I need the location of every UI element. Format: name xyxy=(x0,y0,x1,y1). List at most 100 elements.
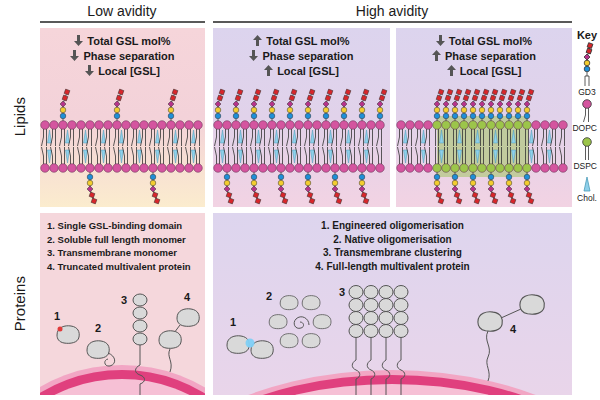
glucose xyxy=(287,113,293,119)
lipid-head xyxy=(140,164,149,173)
sugar-unit xyxy=(463,95,469,101)
sugar-unit xyxy=(499,95,505,101)
panel-text: 4. Truncated multivalent protein xyxy=(47,261,191,272)
column-underline xyxy=(213,21,572,23)
column-header: Low avidity xyxy=(87,3,156,19)
panel-text: Total GSL mol% xyxy=(266,35,349,47)
lipid-head xyxy=(122,164,131,173)
galactose xyxy=(434,180,440,186)
galactose xyxy=(332,180,338,186)
panel-text: Local [GSL] xyxy=(460,65,522,77)
lipid-tail xyxy=(123,129,128,146)
glucose xyxy=(461,113,467,119)
lipid-tail xyxy=(159,129,164,146)
lipid-head xyxy=(241,164,250,173)
glucose xyxy=(215,113,221,119)
cholesterol xyxy=(138,130,142,143)
sugar-unit xyxy=(474,89,480,95)
galactose xyxy=(524,180,530,186)
lipid-tail xyxy=(42,129,47,146)
callout-number: 1 xyxy=(54,310,60,323)
lipid-tail xyxy=(132,147,137,164)
lipid-tail xyxy=(416,147,421,164)
sialic-acid xyxy=(452,186,458,192)
lipid-head xyxy=(286,164,295,173)
lipid-head xyxy=(349,164,358,173)
lipid-tail xyxy=(377,147,382,164)
glucose xyxy=(515,113,521,119)
lipid-head xyxy=(550,121,559,130)
cholesterol xyxy=(311,150,315,163)
sugar-unit xyxy=(309,89,315,95)
text-line: Local [GSL] xyxy=(40,63,205,78)
sugar-unit xyxy=(517,95,523,101)
glucose xyxy=(434,174,440,180)
sialic-acid xyxy=(434,186,440,192)
galactose xyxy=(305,107,311,113)
sugar-unit xyxy=(62,95,68,101)
glucose xyxy=(470,174,476,180)
protein xyxy=(302,334,320,348)
cholesterol xyxy=(329,130,333,143)
lipid-tail xyxy=(305,129,310,146)
legend-sample xyxy=(583,100,592,109)
cholesterol xyxy=(138,150,142,163)
lipid-head xyxy=(131,121,140,130)
lipid-head xyxy=(158,121,167,130)
lipid-head xyxy=(185,164,194,173)
lipid-head xyxy=(487,164,496,173)
lipid-head xyxy=(424,121,433,130)
trend-arrow xyxy=(447,65,456,76)
lipid-head xyxy=(277,164,286,173)
sugar-unit xyxy=(228,198,234,204)
lipid-head xyxy=(469,164,478,173)
galactose xyxy=(470,107,476,113)
sugar-unit xyxy=(363,198,369,204)
lipid-head xyxy=(59,164,68,173)
lipid-tail xyxy=(350,129,355,146)
lipid-head xyxy=(232,164,241,173)
sugar-unit xyxy=(438,89,444,95)
lipid-head xyxy=(259,121,268,130)
lipid-tail xyxy=(269,129,274,146)
lipid-head xyxy=(451,121,460,130)
panel-background xyxy=(213,28,390,207)
lipid-tail xyxy=(499,129,502,146)
panel-text: Total GSL mol% xyxy=(87,35,170,47)
sugar-unit xyxy=(438,198,444,204)
sialic-acid xyxy=(305,186,311,192)
galactose xyxy=(224,180,230,186)
lipid-tail xyxy=(96,147,101,164)
lipid-tail xyxy=(159,147,164,164)
protein xyxy=(364,312,378,325)
sialic-acid xyxy=(377,101,383,107)
cholesterol xyxy=(221,150,225,163)
galactose xyxy=(215,107,221,113)
sialic-acid xyxy=(323,101,329,107)
lipid-head xyxy=(331,121,340,130)
galactose xyxy=(497,107,503,113)
lipid-head xyxy=(295,164,304,173)
lipid-tail xyxy=(341,129,346,146)
cholesterol xyxy=(530,150,534,163)
trend-arrow xyxy=(264,65,273,76)
lipid-head xyxy=(505,121,514,130)
legend-text: GD3 xyxy=(578,88,595,98)
galactose xyxy=(233,107,239,113)
legend-sample xyxy=(584,108,589,122)
sugar-unit xyxy=(325,95,331,101)
lipid-head xyxy=(250,164,259,173)
lipid-tail xyxy=(445,129,448,146)
sugar-unit xyxy=(170,95,176,101)
legend-text: Chol. xyxy=(577,194,597,204)
sugar-unit xyxy=(510,89,516,95)
callout-number: 1 xyxy=(230,316,236,329)
cholesterol xyxy=(221,130,225,143)
panel-text: 2. Native oligomerisation xyxy=(333,234,451,245)
cholesterol xyxy=(174,150,178,163)
text-line: Total GSL mol% xyxy=(40,33,205,48)
galactose xyxy=(168,107,174,113)
protein xyxy=(364,299,378,312)
text-line: Total GSL mol% xyxy=(213,33,390,48)
lipid-tail xyxy=(269,147,274,164)
